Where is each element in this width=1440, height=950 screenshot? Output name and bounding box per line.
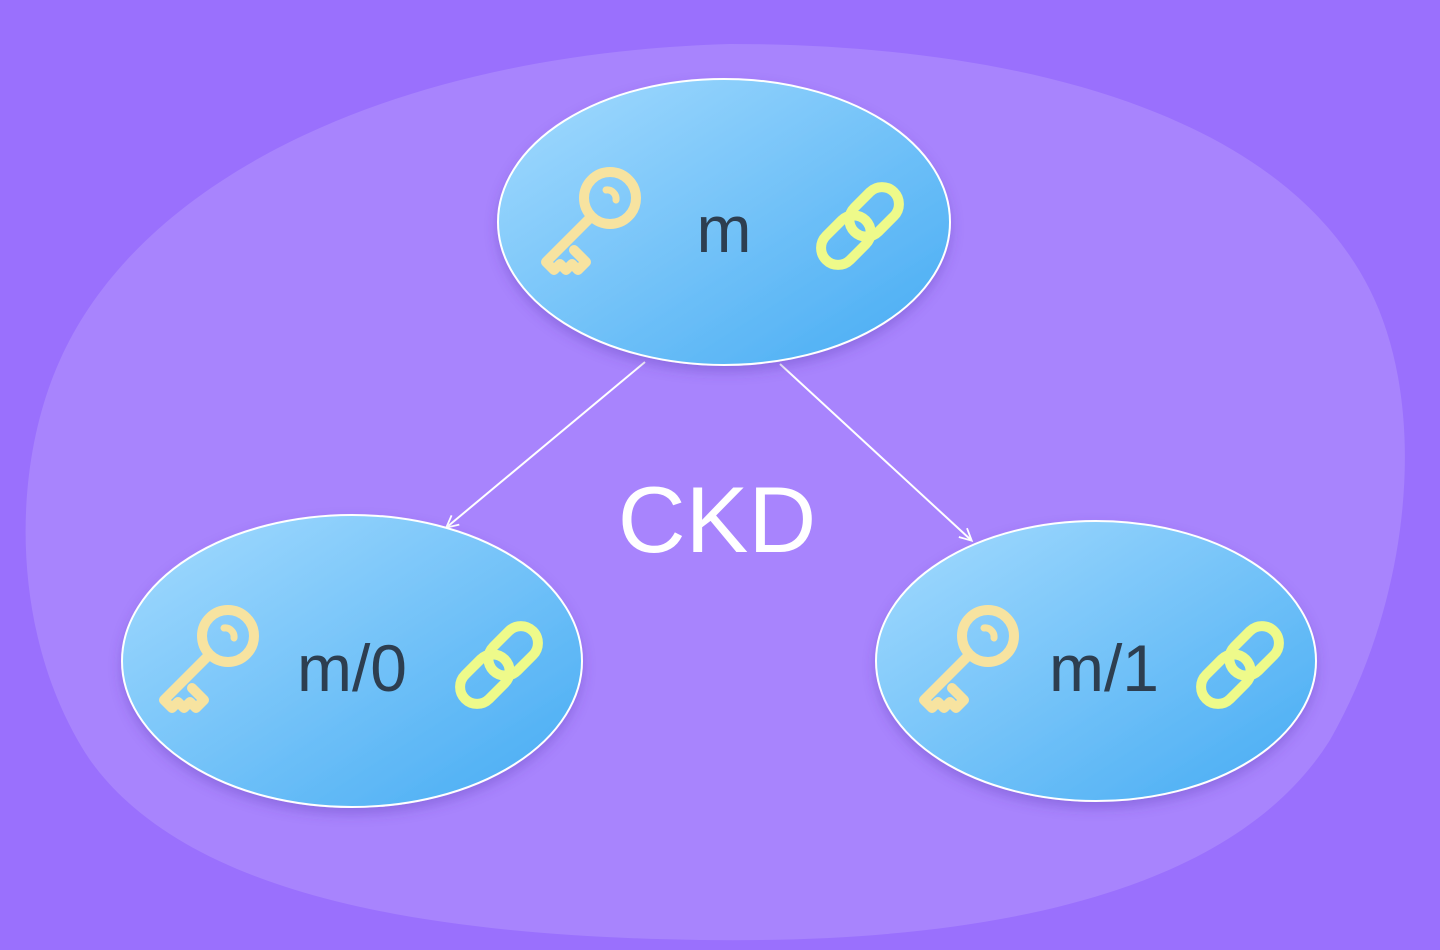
- edge-m-to-m1: [779, 363, 971, 540]
- node-m1: m/1: [875, 520, 1317, 802]
- node-m0-ellipse: [121, 514, 583, 808]
- node-m0-label: m/0: [297, 631, 407, 705]
- edge-m-to-m0: [447, 361, 646, 527]
- node-m0: m/0: [121, 514, 583, 808]
- node-m1-ellipse: [875, 520, 1317, 802]
- node-m: m: [497, 78, 951, 366]
- node-m1-label: m/1: [1049, 631, 1159, 705]
- ckd-label: CKD: [618, 467, 816, 572]
- node-m-label: m: [697, 192, 752, 266]
- node-m-ellipse: [497, 78, 951, 366]
